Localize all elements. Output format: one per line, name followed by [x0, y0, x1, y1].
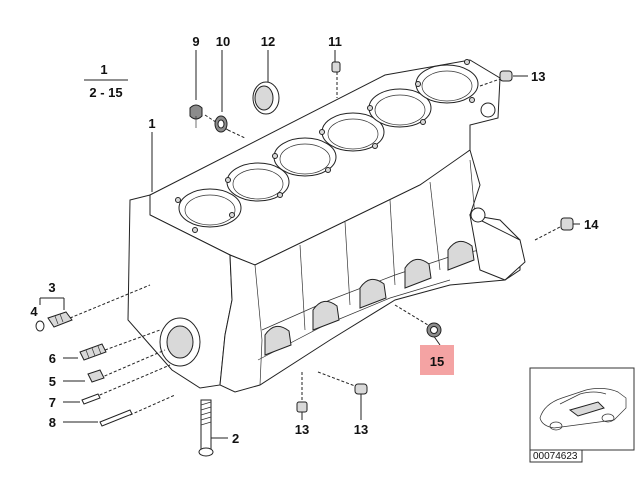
pin-part-8	[99, 409, 133, 427]
dowel-part-13-bottom-right	[354, 383, 368, 395]
dowel-part-11	[331, 61, 341, 73]
label-part-4[interactable]: 4	[30, 304, 38, 319]
engine-block	[127, 59, 526, 393]
label-part-7[interactable]: 7	[49, 395, 56, 410]
plug-part-5	[87, 369, 105, 383]
plug-part-9	[189, 104, 203, 128]
cylinder-bores	[178, 64, 479, 228]
bolt-part-2	[198, 399, 214, 457]
thumbnail-code: 00074623	[533, 451, 578, 462]
label-part-14[interactable]: 14	[584, 217, 599, 232]
pin-part-7	[81, 393, 101, 405]
label-part-10[interactable]: 10	[216, 34, 230, 49]
car-silhouette-icon	[539, 388, 627, 431]
label-part-13-bottom-left[interactable]: 13	[295, 422, 309, 437]
highlight-box-part-15	[420, 345, 454, 375]
label-ref-top: 1	[100, 62, 107, 77]
label-part-9[interactable]: 9	[192, 34, 199, 49]
label-part-3[interactable]: 3	[48, 280, 55, 295]
label-part-12[interactable]: 12	[261, 34, 275, 49]
label-ref-bottom: 2 - 15	[89, 85, 122, 100]
deck-bolt-holes	[175, 59, 475, 233]
label-part-13-top[interactable]: 13	[531, 69, 545, 84]
screw-part-6	[79, 343, 107, 361]
label-part-13-bottom-right[interactable]: 13	[354, 422, 368, 437]
label-part-15[interactable]: 15	[430, 354, 444, 369]
dowel-part-13-bottom-left	[296, 401, 308, 413]
label-part-2[interactable]: 2	[232, 431, 239, 446]
label-part-5[interactable]: 5	[49, 374, 56, 389]
sensor-part-3	[47, 311, 73, 328]
small-parts	[35, 61, 574, 457]
cap-part-12	[252, 81, 280, 115]
label-part-1[interactable]: 1	[148, 116, 155, 131]
label-part-8[interactable]: 8	[49, 415, 56, 430]
label-part-6[interactable]: 6	[49, 351, 56, 366]
vehicle-thumbnail: 00074623	[529, 367, 635, 463]
leader-lines	[39, 50, 580, 439]
sleeve-part-14	[560, 217, 574, 231]
labels: 1 2 - 15 1 9 10 12 11 13 14 15 3 4 6 5 7…	[30, 34, 599, 446]
label-part-11[interactable]: 11	[328, 34, 342, 49]
dowel-part-13-top	[499, 70, 513, 82]
o-ring-part-4	[35, 320, 45, 332]
sleeve-part-15	[426, 322, 442, 338]
seal-ring-part-10	[214, 115, 228, 133]
